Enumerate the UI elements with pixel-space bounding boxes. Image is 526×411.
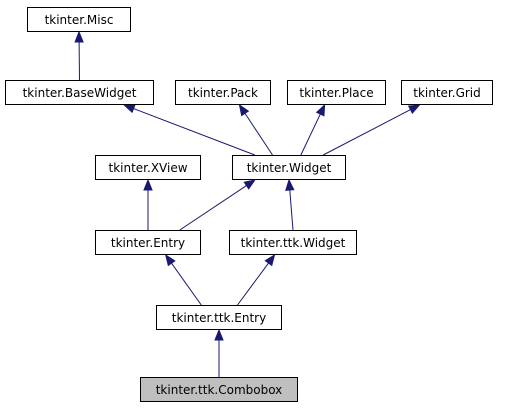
edge-widget-to-place [300, 113, 321, 156]
arrowhead-ttk_entry-to-entry [164, 253, 176, 267]
arrowhead-combobox-to-ttk_entry [214, 328, 224, 341]
node-tkinter-entry[interactable]: tkinter.Entry [95, 230, 201, 255]
arrowhead-widget-to-pack [238, 103, 250, 117]
edge-ttk_entry-to-ttk_widget [237, 262, 269, 306]
node-tkinter-misc[interactable]: tkinter.Misc [27, 7, 131, 32]
node-tkinter-ttk-combobox[interactable]: tkinter.ttk.Combobox [140, 377, 298, 402]
edge-widget-to-pack [244, 113, 273, 156]
node-tkinter-ttk-widget[interactable]: tkinter.ttk.Widget [229, 230, 357, 255]
node-tkinter-ttk-entry[interactable]: tkinter.ttk.Entry [156, 305, 282, 330]
arrowhead-entry-to-xview [143, 178, 153, 191]
node-tkinter-basewidget[interactable]: tkinter.BaseWidget [5, 80, 154, 105]
arrowhead-entry-to-widget [243, 179, 256, 190]
arrowhead-ttk_widget-to-widget [285, 178, 295, 191]
node-tkinter-widget[interactable]: tkinter.Widget [232, 155, 346, 180]
arrowhead-basewidget-to-misc [74, 30, 84, 43]
edge-ttk_entry-to-entry [171, 262, 202, 306]
node-tkinter-grid[interactable]: tkinter.Grid [401, 80, 493, 105]
edge-widget-to-basewidget [133, 108, 255, 156]
node-tkinter-place[interactable]: tkinter.Place [287, 80, 386, 105]
edge-ttk_widget-to-widget [289, 189, 294, 231]
arrowhead-widget-to-basewidget [122, 104, 136, 114]
arrowhead-ttk_entry-to-ttk_widget [264, 253, 276, 267]
arrowhead-widget-to-grid [407, 104, 421, 115]
edge-widget-to-grid [322, 109, 411, 156]
arrowhead-widget-to-place [315, 103, 326, 117]
edge-entry-to-widget [179, 185, 247, 231]
node-tkinter-xview[interactable]: tkinter.XView [95, 155, 201, 180]
node-tkinter-pack[interactable]: tkinter.Pack [175, 80, 271, 105]
